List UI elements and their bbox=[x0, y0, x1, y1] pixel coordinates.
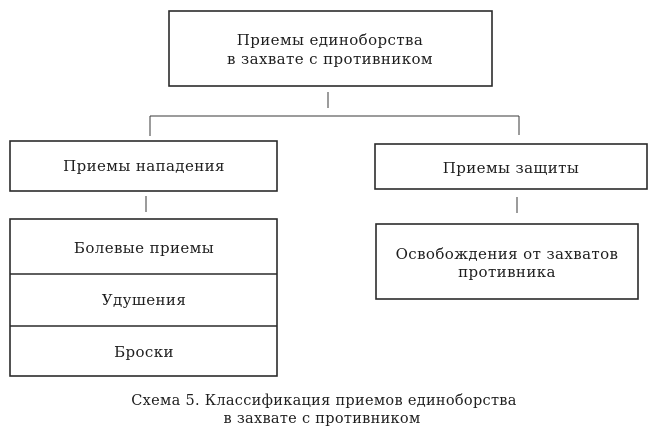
attack-category-box bbox=[9, 140, 278, 192]
defense-category-node: Приемы защиты bbox=[374, 143, 648, 190]
caption-line-2: в захвате с противником bbox=[223, 411, 420, 427]
attack-item-painful-holds: Болевые приемы bbox=[74, 239, 214, 257]
attack-category-node: Приемы нападения bbox=[9, 140, 278, 192]
attack-items-box bbox=[9, 218, 278, 377]
defense-category-title: Приемы защиты bbox=[443, 159, 579, 177]
root-node-label-line-1: Приемы единоборства bbox=[237, 31, 423, 49]
attack-item-throws: Броски bbox=[114, 343, 174, 361]
defense-item-releases-line-2: противника bbox=[458, 263, 556, 281]
diagram-caption: Схема 5. Классификация приемов единоборс… bbox=[131, 393, 516, 427]
defense-item-releases-line-1: Освобождения от захватов bbox=[396, 245, 619, 263]
defense-item-node: Освобождения от захватов противника bbox=[375, 223, 639, 300]
root-node-label-line-2: в захвате с противником bbox=[227, 50, 433, 68]
root-node: Приемы единоборства в захвате с противни… bbox=[168, 10, 493, 87]
attack-item-chokes: Удушения bbox=[102, 291, 186, 309]
root-node-box bbox=[168, 10, 493, 87]
caption-line-1: Схема 5. Классификация приемов единоборс… bbox=[131, 393, 516, 409]
attack-items-stack: Болевые приемы Удушения Броски bbox=[9, 218, 278, 377]
connectors bbox=[145, 92, 520, 213]
defense-category-box bbox=[374, 143, 648, 190]
attack-category-title: Приемы нападения bbox=[63, 157, 225, 175]
defense-item-box bbox=[375, 223, 639, 300]
